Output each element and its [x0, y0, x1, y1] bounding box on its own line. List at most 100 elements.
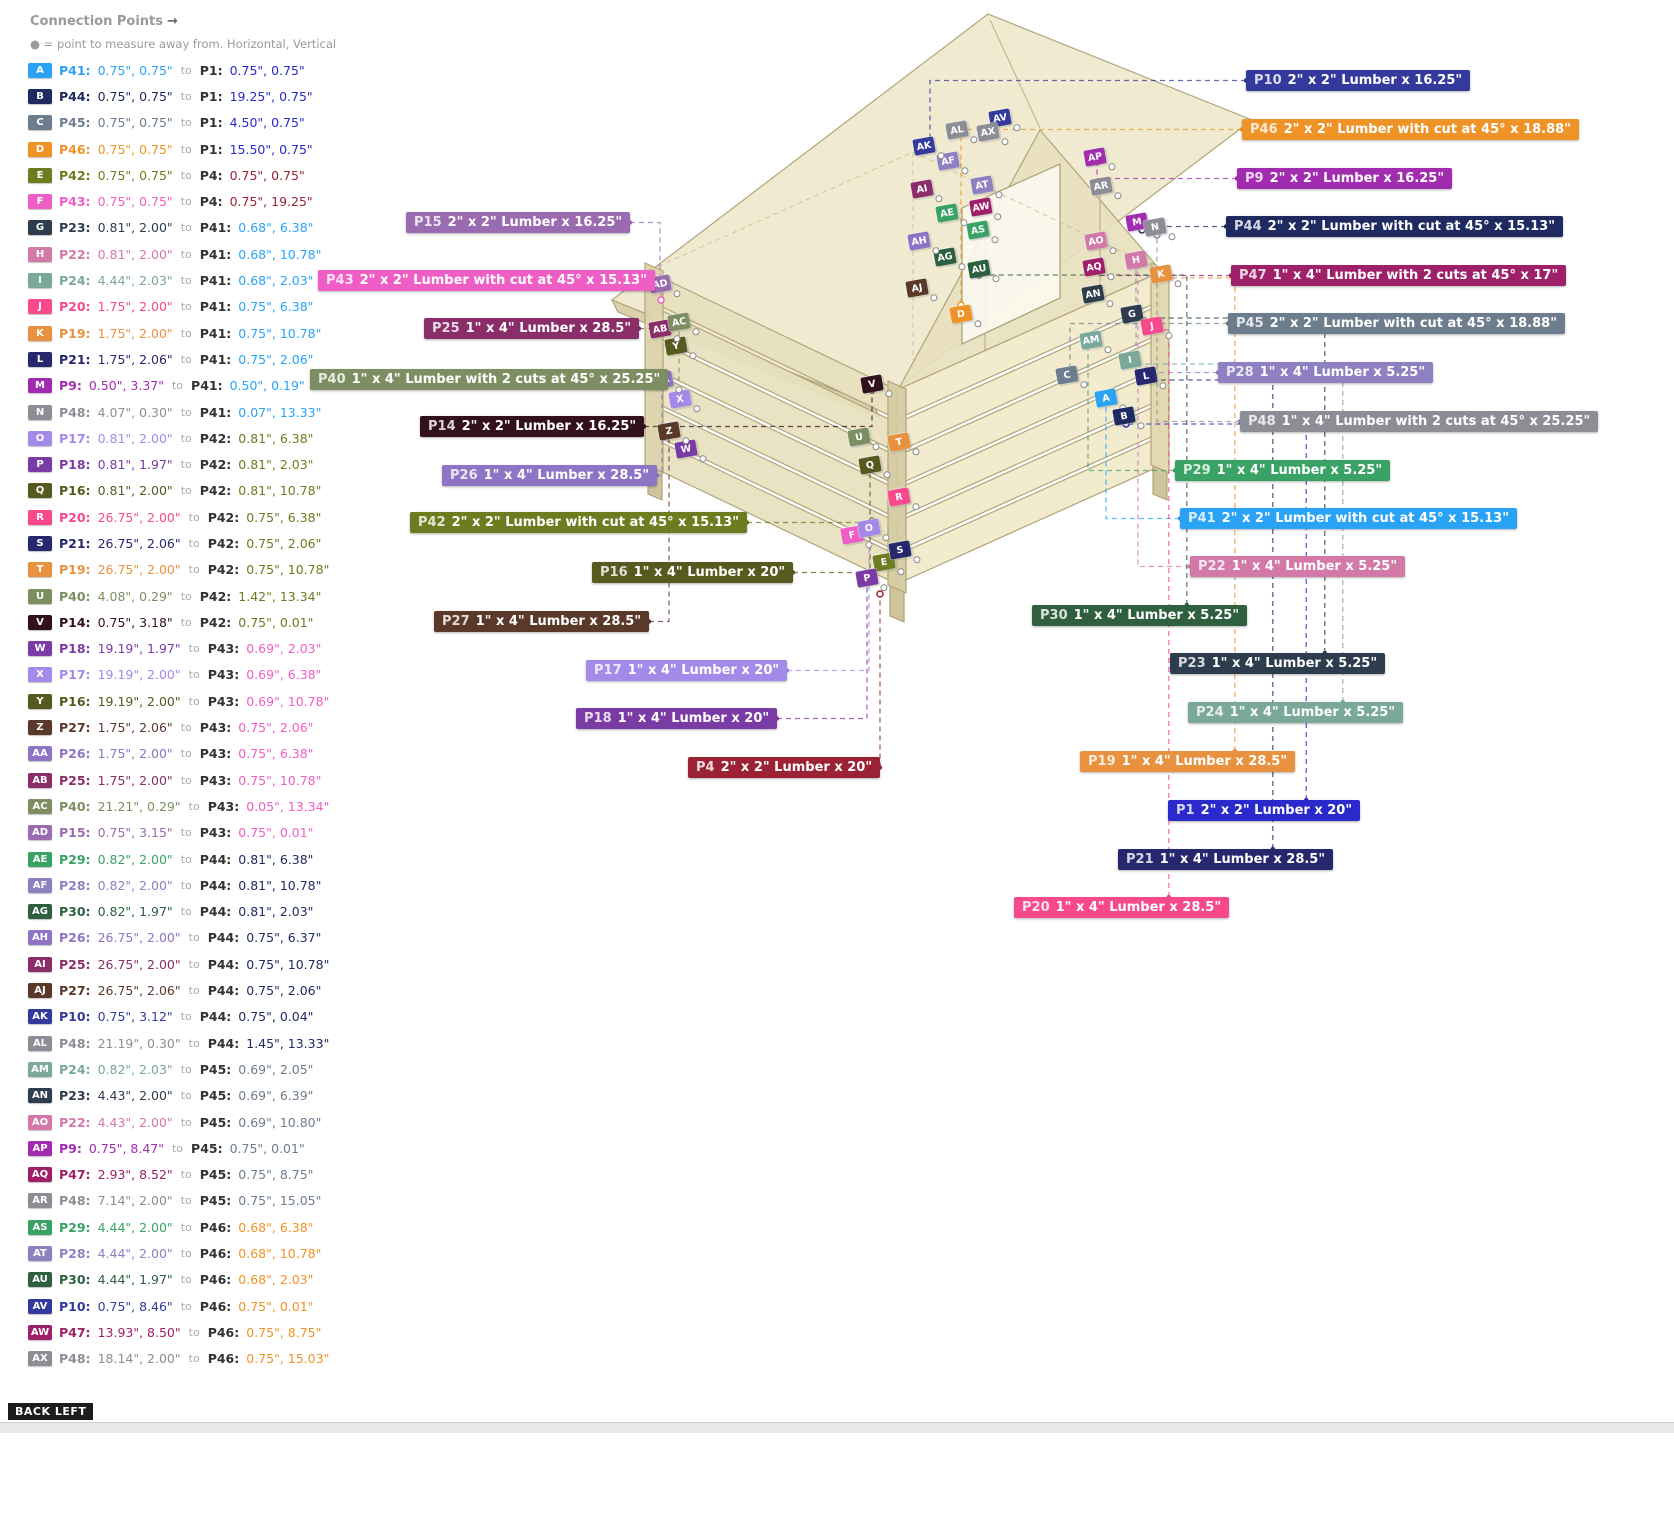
connection-letter-badge[interactable]: Q: [28, 483, 52, 499]
connection-letter-badge[interactable]: M: [28, 378, 52, 394]
connection-letter-badge[interactable]: AV: [28, 1298, 52, 1314]
connection-letter-badge[interactable]: AN: [28, 1088, 52, 1104]
connection-letter-badge[interactable]: H: [28, 246, 52, 262]
connection-letter-badge[interactable]: AE: [28, 851, 52, 867]
model-marker-ao[interactable]: AO: [1084, 231, 1108, 251]
model-marker-j[interactable]: J: [1140, 316, 1164, 336]
connection-letter-badge[interactable]: P: [28, 457, 52, 473]
model-marker-u[interactable]: U: [847, 427, 871, 447]
model-marker-am[interactable]: AM: [1079, 330, 1103, 350]
connection-letter-badge[interactable]: AX: [28, 1351, 52, 1367]
connection-letter-badge[interactable]: C: [28, 115, 52, 131]
model-marker-aj[interactable]: AJ: [905, 278, 929, 298]
model-marker-o[interactable]: O: [857, 518, 881, 538]
connection-letter-badge[interactable]: I: [28, 273, 52, 289]
model-marker-ar[interactable]: AR: [1089, 176, 1113, 196]
connection-letter-badge[interactable]: S: [28, 535, 52, 551]
model-marker-n[interactable]: N: [1143, 217, 1167, 237]
connection-letter-badge[interactable]: O: [28, 430, 52, 446]
model-marker-d[interactable]: D: [949, 304, 973, 324]
model-marker-p[interactable]: P: [855, 568, 879, 588]
connection-letter-badge[interactable]: AW: [28, 1324, 52, 1340]
connection-letter-badge[interactable]: J: [28, 299, 52, 315]
model-marker-a[interactable]: A: [1094, 388, 1118, 408]
connection-letter-badge[interactable]: U: [28, 588, 52, 604]
horizontal-scrollbar[interactable]: [0, 1422, 1674, 1433]
model-marker-as[interactable]: AS: [966, 220, 990, 240]
connection-letter-badge[interactable]: Z: [28, 720, 52, 736]
connection-letter-badge[interactable]: AC: [28, 798, 52, 814]
model-marker-l[interactable]: L: [1134, 366, 1158, 386]
connection-letter-badge[interactable]: AR: [28, 1193, 52, 1209]
model-marker-ap[interactable]: AP: [1083, 147, 1107, 167]
model-marker-ak[interactable]: AK: [912, 136, 936, 156]
connection-letter-badge[interactable]: AF: [28, 877, 52, 893]
connection-letter-badge[interactable]: F: [28, 194, 52, 210]
connection-letter-badge[interactable]: A: [28, 62, 52, 78]
model-marker-at[interactable]: AT: [970, 175, 994, 195]
connection-letter-badge[interactable]: N: [28, 404, 52, 420]
model-marker-i[interactable]: I: [1118, 350, 1142, 370]
connection-letter-badge[interactable]: B: [28, 88, 52, 104]
connection-letter-badge[interactable]: AI: [28, 956, 52, 972]
connection-letter-badge[interactable]: AQ: [28, 1167, 52, 1183]
connection-letter-badge[interactable]: V: [28, 614, 52, 630]
connection-letter-badge[interactable]: AS: [28, 1219, 52, 1235]
connection-letter-badge[interactable]: AO: [28, 1114, 52, 1130]
connection-letter-badge[interactable]: AJ: [28, 983, 52, 999]
model-marker-au[interactable]: AU: [967, 259, 991, 279]
model-marker-ah[interactable]: AH: [907, 231, 931, 251]
connection-letter-badge[interactable]: K: [28, 325, 52, 341]
model-marker-c[interactable]: C: [1055, 365, 1079, 385]
connection-letter-badge[interactable]: G: [28, 220, 52, 236]
connection-letter-badge[interactable]: W: [28, 641, 52, 657]
model-marker-an[interactable]: AN: [1081, 284, 1105, 304]
connection-letter-badge[interactable]: D: [28, 141, 52, 157]
connection-letter-badge[interactable]: Y: [28, 693, 52, 709]
model-marker-aw[interactable]: AW: [969, 197, 993, 217]
connection-letter-badge[interactable]: AT: [28, 1246, 52, 1261]
model-marker-ai[interactable]: AI: [910, 179, 934, 199]
model-marker-al[interactable]: AL: [945, 120, 969, 140]
model-marker-z[interactable]: Z: [657, 421, 681, 441]
model-marker-ax[interactable]: AX: [976, 122, 1000, 142]
connection-letter-badge[interactable]: T: [28, 562, 52, 578]
connection-letter-badge[interactable]: AG: [28, 904, 52, 920]
connection-letter-badge[interactable]: AU: [28, 1272, 52, 1288]
connection-letter-badge[interactable]: E: [28, 167, 52, 183]
model-marker-ac[interactable]: AC: [667, 312, 691, 332]
view-label[interactable]: BACK LEFT: [8, 1403, 94, 1420]
connection-letter-badge[interactable]: R: [28, 509, 52, 525]
connection-letter-badge[interactable]: L: [28, 351, 52, 367]
connection-letter-badge[interactable]: AL: [28, 1035, 52, 1051]
connection-letter-badge[interactable]: AP: [28, 1140, 52, 1156]
model-marker-h[interactable]: H: [1124, 250, 1148, 270]
